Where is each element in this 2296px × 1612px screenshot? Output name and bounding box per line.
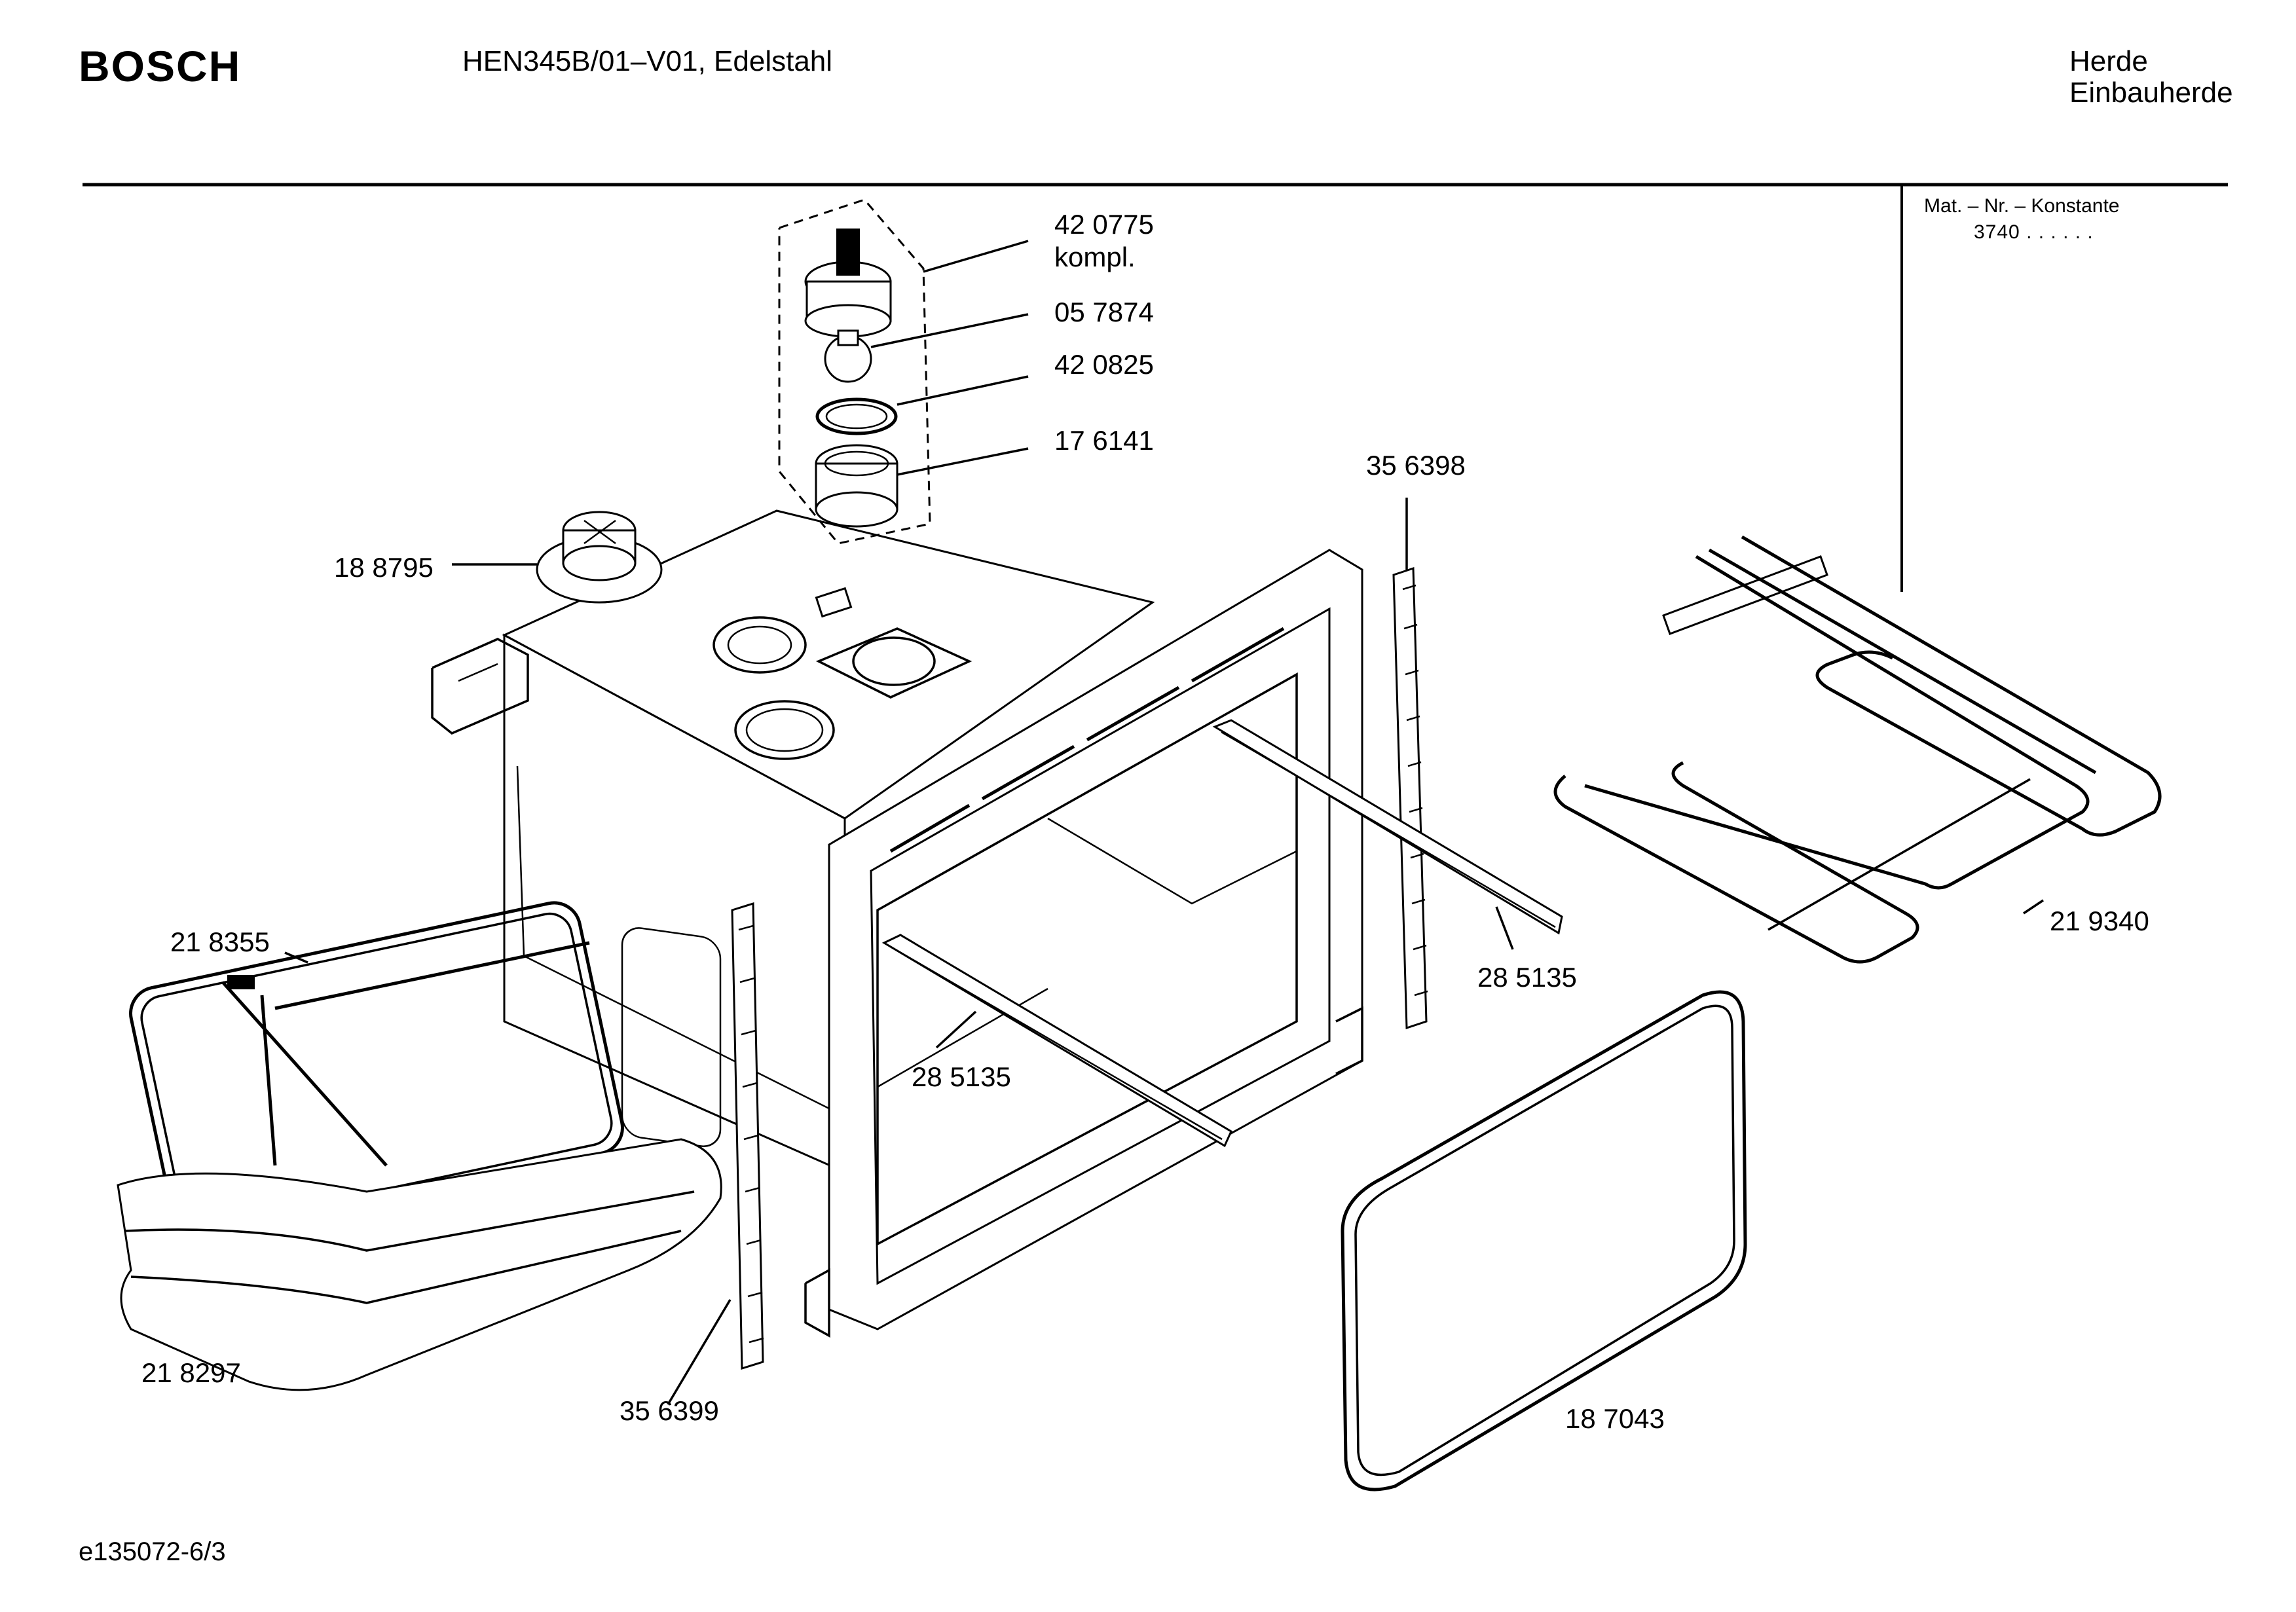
part-label-420775-sub: kompl. — [1054, 242, 1136, 272]
part-label-218355[interactable]: 21 8355 — [170, 926, 270, 957]
material-number-value: 3740 . . . . . . — [1974, 221, 2094, 243]
brand-logo: BOSCH — [79, 42, 242, 90]
category-line-2: Einbauherde — [2069, 77, 2233, 109]
part-label-356398[interactable]: 35 6398 — [1366, 450, 1466, 481]
category-line-1: Herde — [2069, 45, 2148, 77]
top-heating-element — [1553, 535, 2162, 964]
part-label-218297[interactable]: 21 8297 — [141, 1357, 241, 1388]
runner-lower — [881, 934, 1232, 1148]
lamp-assembly — [778, 198, 931, 545]
part-label-420825[interactable]: 42 0825 — [1054, 349, 1154, 380]
part-label-285135-upper[interactable]: 28 5135 — [1477, 962, 1577, 993]
part-label-356399[interactable]: 35 6399 — [620, 1395, 719, 1426]
oven-cavity — [431, 509, 1363, 1338]
model-title: HEN345B/01–V01, Edelstahl — [462, 45, 833, 77]
part-label-285135-lower[interactable]: 28 5135 — [912, 1061, 1011, 1092]
frame-vent-slots — [889, 627, 1285, 853]
part-label-176141[interactable]: 17 6141 — [1054, 425, 1154, 456]
part-label-219340[interactable]: 21 9340 — [2050, 906, 2149, 936]
vent-fitting — [536, 511, 663, 604]
runner-upper — [1212, 719, 1563, 935]
insulation-mat — [117, 1138, 722, 1391]
part-label-187043[interactable]: 18 7043 — [1565, 1403, 1665, 1434]
part-label-057874[interactable]: 05 7874 — [1054, 297, 1154, 327]
door-seal — [1341, 990, 1747, 1492]
part-label-420775[interactable]: 42 0775 — [1054, 209, 1154, 240]
material-number-heading: Mat. – Nr. – Konstante — [1924, 195, 2120, 217]
leader-lines — [284, 240, 2044, 1405]
side-rail-left — [731, 902, 764, 1370]
side-rail-right — [1392, 566, 1428, 1030]
part-label-188795[interactable]: 18 8795 — [334, 552, 434, 583]
drawing-id: e135072-6/3 — [79, 1537, 226, 1566]
